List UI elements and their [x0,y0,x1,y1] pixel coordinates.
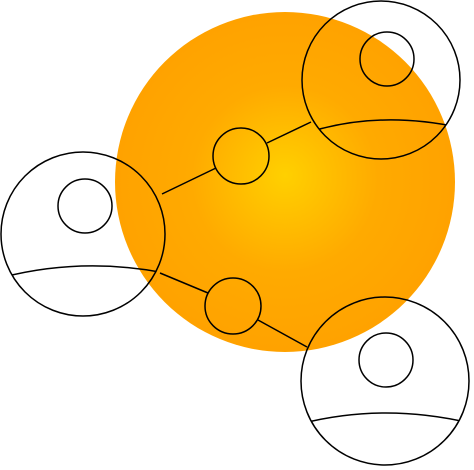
line-lower-node-to-bottom-right [257,319,308,348]
user-icon-left [0,151,166,317]
user-head-bottom-right [358,332,414,388]
connector-node-upper [212,127,270,185]
connector-node-lower [204,277,262,335]
connection-lines [159,121,312,348]
user-head-top-right [359,31,415,87]
line-upper-node-to-top-right [266,121,312,144]
user-icon-bottom-right [300,296,470,466]
user-head-left [57,178,113,234]
line-left-to-lower-node [159,272,209,294]
orange-sphere [115,12,455,352]
line-left-to-upper-node [161,167,217,195]
